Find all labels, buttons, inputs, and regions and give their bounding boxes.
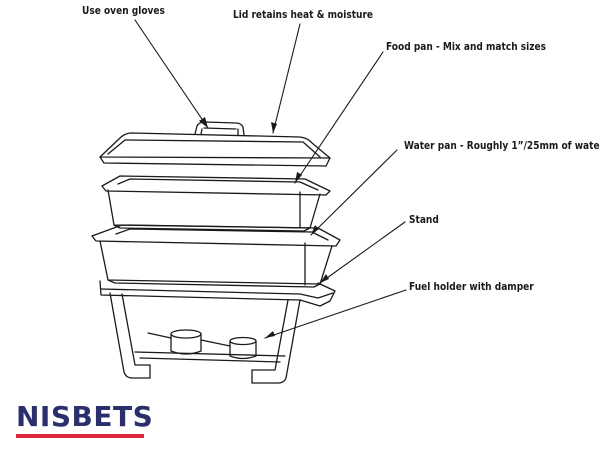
food-pan-label: Food pan - Mix and match sizes (386, 41, 546, 53)
brand-underline (16, 434, 144, 438)
food-pan (102, 176, 330, 231)
lid (100, 133, 330, 166)
stand (100, 281, 335, 383)
water-pan (92, 225, 340, 287)
brand-logo: NISBETS (16, 400, 153, 433)
water-pan-label: Water pan - Roughly 1”/25mm of water (404, 140, 600, 152)
lid-label: Lid retains heat & moisture (233, 9, 373, 21)
stand-label: Stand (409, 214, 439, 226)
fuel-holder-label: Fuel holder with damper (409, 281, 534, 293)
lid-handle (195, 122, 244, 135)
oven-gloves-label: Use oven gloves (82, 5, 165, 17)
